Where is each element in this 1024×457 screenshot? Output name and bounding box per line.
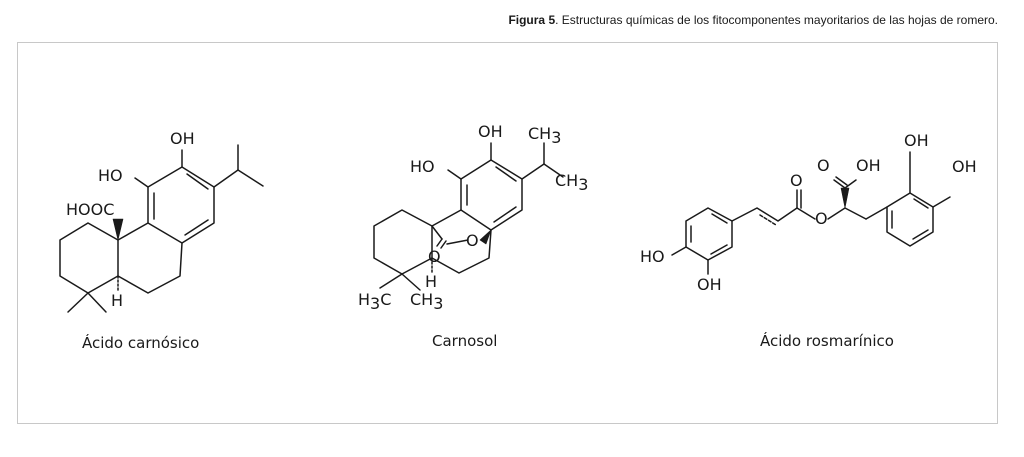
atom-label-oh-top: OH	[904, 131, 929, 150]
atom-label-h3c: H3C	[358, 290, 391, 313]
ring-a	[59, 222, 119, 294]
atom-label-ester-o: O	[815, 209, 828, 228]
acid-oh-bond	[844, 179, 857, 189]
aromatic-ring	[460, 159, 523, 231]
atom-label-h: H	[425, 272, 437, 291]
rosmarinic-acid-structure: OH OH O OH O O HO OH	[640, 131, 977, 294]
right-aromatic-ring	[886, 192, 934, 247]
subscript-3: 3	[433, 294, 443, 313]
atom-label-oh-bottom: OH	[697, 275, 722, 294]
carbonyl-bond	[440, 240, 447, 249]
double-bond	[711, 213, 728, 224]
atom-label-oh-right: OH	[952, 157, 977, 176]
ch-text: CH	[528, 124, 551, 143]
isopropyl-bond	[543, 163, 564, 178]
subscript-3: 3	[551, 128, 561, 147]
double-bond	[710, 244, 728, 255]
atom-label-ch3-top: CH3	[528, 124, 561, 147]
carbonyl-bond	[436, 238, 443, 247]
atom-label-ho: HO	[98, 166, 123, 185]
carnosic-acid-structure: OH HO HOOC H	[59, 129, 264, 313]
atom-label-oh: OH	[478, 122, 503, 141]
atom-label-carbonyl-o: O	[428, 247, 441, 266]
isopropyl-bond	[237, 169, 264, 187]
atom-label-acid-oh: OH	[856, 156, 881, 175]
carnosol-structure: OH HO O O H CH3 CH3 H3C CH3	[358, 122, 588, 313]
bridge-wedge	[479, 229, 492, 245]
lactone-bond	[446, 239, 469, 245]
methyl-bond	[401, 273, 421, 291]
ester-bond	[796, 207, 816, 220]
isopropyl-bond	[521, 163, 545, 180]
ch2-bond	[865, 206, 888, 220]
c-text: C	[380, 290, 391, 309]
left-aromatic-ring	[685, 207, 733, 261]
double-bond	[913, 198, 929, 209]
atom-label-oh: OH	[170, 129, 195, 148]
ring-b	[431, 209, 492, 274]
lactone-bond	[431, 225, 443, 240]
methyl-bond	[67, 292, 89, 313]
ch2-bond	[844, 207, 867, 220]
atom-label-ho: HO	[410, 157, 435, 176]
acid-wedge	[840, 187, 850, 209]
ring-a	[373, 209, 433, 275]
double-bond	[184, 219, 209, 236]
atom-label-ho: HO	[640, 247, 665, 266]
molecule-name-rosmarinic-acid: Ácido rosmarínico	[760, 332, 894, 350]
molecule-name-carnosol: Carnosol	[432, 332, 498, 350]
acid-carbonyl	[835, 176, 848, 186]
atom-label-acid-o: O	[817, 156, 830, 175]
figure-frame	[17, 42, 998, 424]
subscript-3: 3	[578, 175, 588, 194]
cooh-wedge	[112, 218, 124, 241]
acid-carbonyl	[833, 179, 846, 189]
ester-bond	[827, 207, 846, 220]
double-bond	[912, 229, 929, 240]
atom-label-ring-o: O	[466, 231, 479, 250]
ho-bond	[134, 177, 149, 188]
double-bond	[186, 173, 209, 190]
aromatic-ring	[147, 166, 215, 244]
propenoyl-chain	[731, 207, 798, 222]
subscript-3: 3	[370, 294, 380, 313]
double-bond	[493, 206, 517, 223]
atom-label-hooc: HOOC	[66, 200, 114, 219]
atom-label-ester-carbonyl-o: O	[790, 171, 803, 190]
ring-b	[117, 222, 183, 294]
atom-label-ch3-right: CH3	[555, 171, 588, 194]
figure-caption-text: . Estructuras químicas de los fitocompon…	[555, 13, 998, 27]
ho-bond	[671, 246, 687, 256]
methyl-bond	[87, 292, 107, 313]
figure-label: Figura 5	[508, 13, 556, 27]
ch-text: CH	[555, 171, 578, 190]
atom-label-ch3-bottom: CH3	[410, 290, 443, 313]
double-bond	[495, 166, 517, 182]
figure-caption: Figura 5. Estructuras químicas de los fi…	[508, 13, 998, 27]
methyl-bond	[379, 273, 403, 289]
isopropyl-bond	[213, 169, 239, 188]
atom-label-h: H	[111, 291, 123, 310]
oh-bond	[932, 196, 951, 208]
ho-bond	[447, 169, 462, 180]
trans-double-bond	[759, 214, 777, 226]
h-text: H	[358, 290, 370, 309]
molecule-name-carnosic-acid: Ácido carnósico	[82, 334, 200, 352]
ch-text: CH	[410, 290, 433, 309]
